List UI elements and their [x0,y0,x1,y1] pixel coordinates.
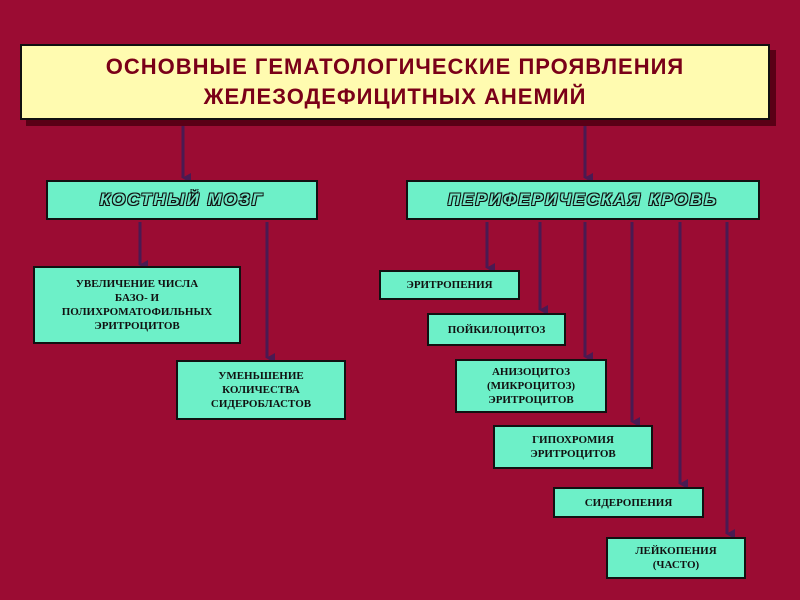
bone-marrow-label: КОСТНЫЙ МОЗГ [99,190,265,209]
bone-marrow-item: УМЕНЬШЕНИЕ КОЛИЧЕСТВА СИДЕРОБЛАСТОВ [176,360,346,420]
blood-item: ГИПОХРОМИЯ ЭРИТРОЦИТОВ [493,425,653,469]
diagram-title: ОСНОВНЫЕ ГЕМАТОЛОГИЧЕСКИЕ ПРОЯВЛЕНИЯ ЖЕЛ… [20,44,770,120]
blood-item: ЛЕЙКОПЕНИЯ (ЧАСТО) [606,537,746,579]
blood-item: ПОЙКИЛОЦИТОЗ [427,313,566,346]
title-line-1: ОСНОВНЫЕ ГЕМАТОЛОГИЧЕСКИЕ ПРОЯВЛЕНИЯ [105,54,685,79]
blood-item: СИДЕРОПЕНИЯ [553,487,704,518]
blood-item: ЭРИТРОПЕНИЯ [379,270,520,300]
title-line-2: ЖЕЛЕЗОДЕФИЦИТНЫХ АНЕМИЙ [203,84,587,109]
bone-marrow-box: КОСТНЫЙ МОЗГ [46,180,318,220]
peripheral-blood-box: ПЕРИФЕРИЧЕСКАЯ КРОВЬ [406,180,760,220]
bone-marrow-item: УВЕЛИЧЕНИЕ ЧИСЛА БАЗО- И ПОЛИХРОМАТОФИЛЬ… [33,266,241,344]
blood-item: АНИЗОЦИТОЗ (МИКРОЦИТОЗ) ЭРИТРОЦИТОВ [455,359,607,413]
peripheral-blood-label: ПЕРИФЕРИЧЕСКАЯ КРОВЬ [447,190,719,209]
